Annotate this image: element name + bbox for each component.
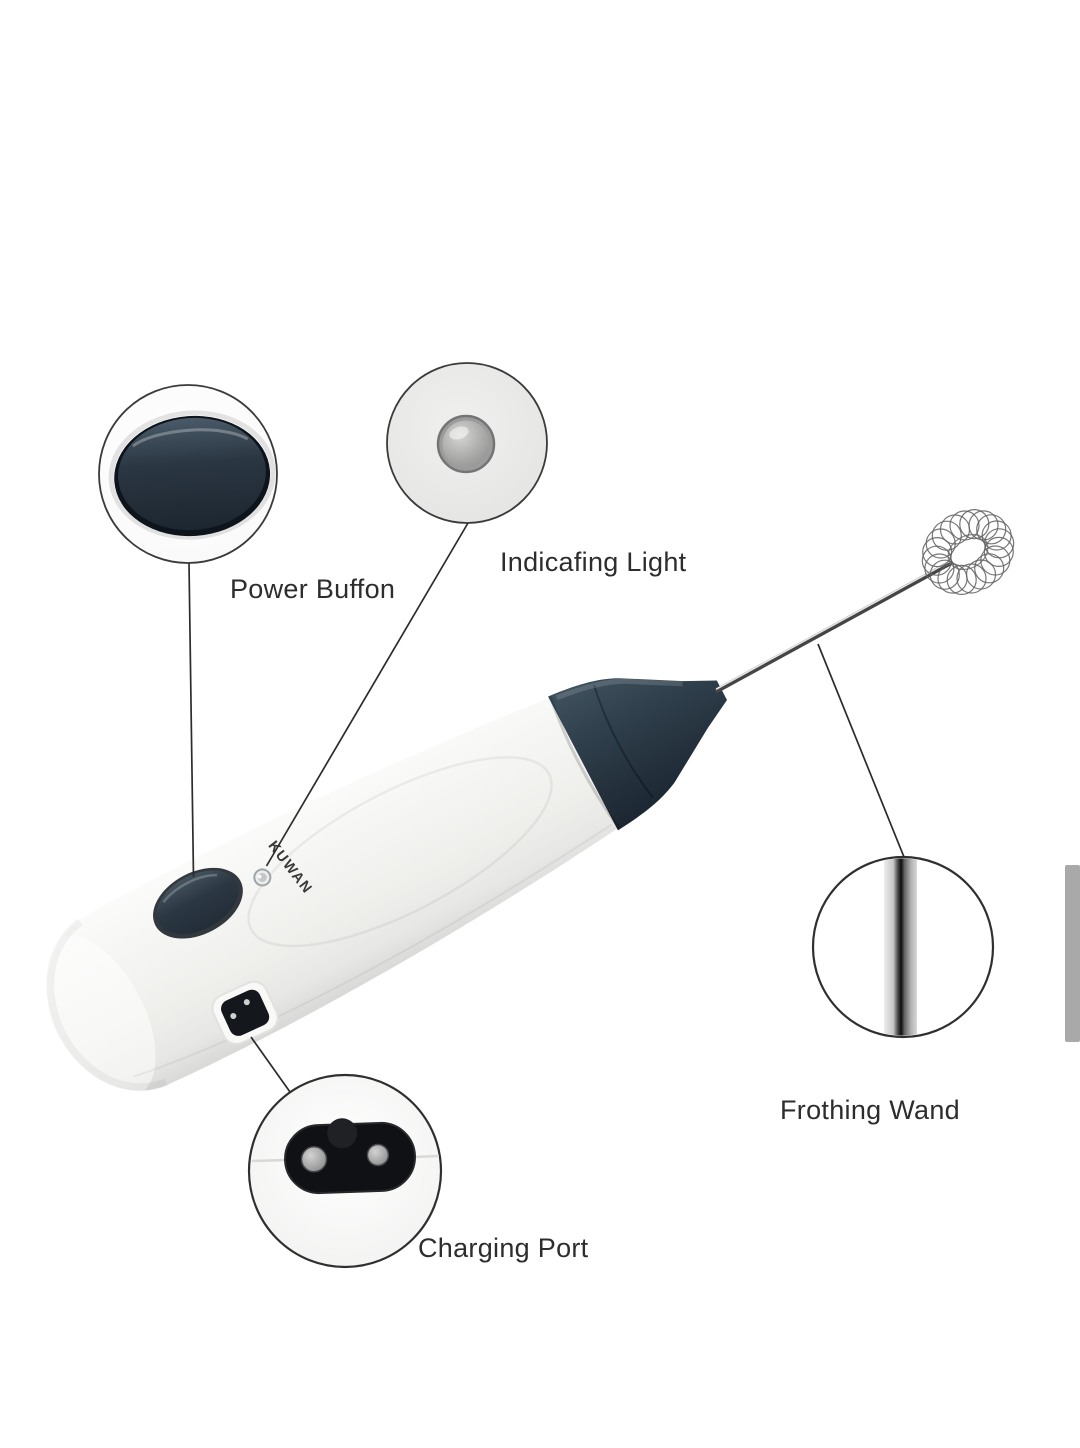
frother-product: KUWAN <box>40 560 953 1098</box>
base-cap-rim-shade <box>46 918 168 1091</box>
whisk-head <box>921 508 1015 596</box>
whisk-coil <box>921 508 1015 596</box>
leader-power-button <box>188 562 195 878</box>
charging-port-callout <box>247 1073 443 1269</box>
label-power-button: Power Buffon <box>230 574 396 604</box>
callout-port-pin <box>366 1143 390 1167</box>
leader-charging-port <box>250 1036 291 1093</box>
indicator-led <box>253 868 272 887</box>
leader-frothing-wand <box>817 643 905 858</box>
base-cap-highlight <box>40 935 156 1098</box>
label-indicator-light: Indicafing Light <box>500 547 687 577</box>
callout-port-pin <box>300 1146 328 1173</box>
frother-body <box>47 697 619 1091</box>
collar-junction-shadow <box>548 695 621 830</box>
collar-step-shadow <box>592 684 654 799</box>
frothing-wand-shaft <box>714 560 953 693</box>
leader-lines <box>188 522 905 1093</box>
collar-top-sheen <box>555 678 683 701</box>
body-lower-seam <box>133 823 613 1078</box>
scrollbar-thumb[interactable] <box>1065 865 1080 1042</box>
label-frothing-wand: Frothing Wand <box>780 1095 960 1125</box>
port-pin <box>243 999 250 1006</box>
port-pin <box>230 1013 237 1020</box>
power-button <box>153 867 243 939</box>
leader-indicator-light <box>265 522 469 867</box>
power-button-callout <box>98 384 278 564</box>
indicator-light-callout <box>386 362 548 524</box>
frothing-wand-callout <box>811 855 995 1039</box>
label-charging-port: Charging Port <box>418 1233 589 1263</box>
charging-port <box>211 980 279 1045</box>
body-panel-seam <box>247 756 553 948</box>
top-collar <box>548 678 727 831</box>
